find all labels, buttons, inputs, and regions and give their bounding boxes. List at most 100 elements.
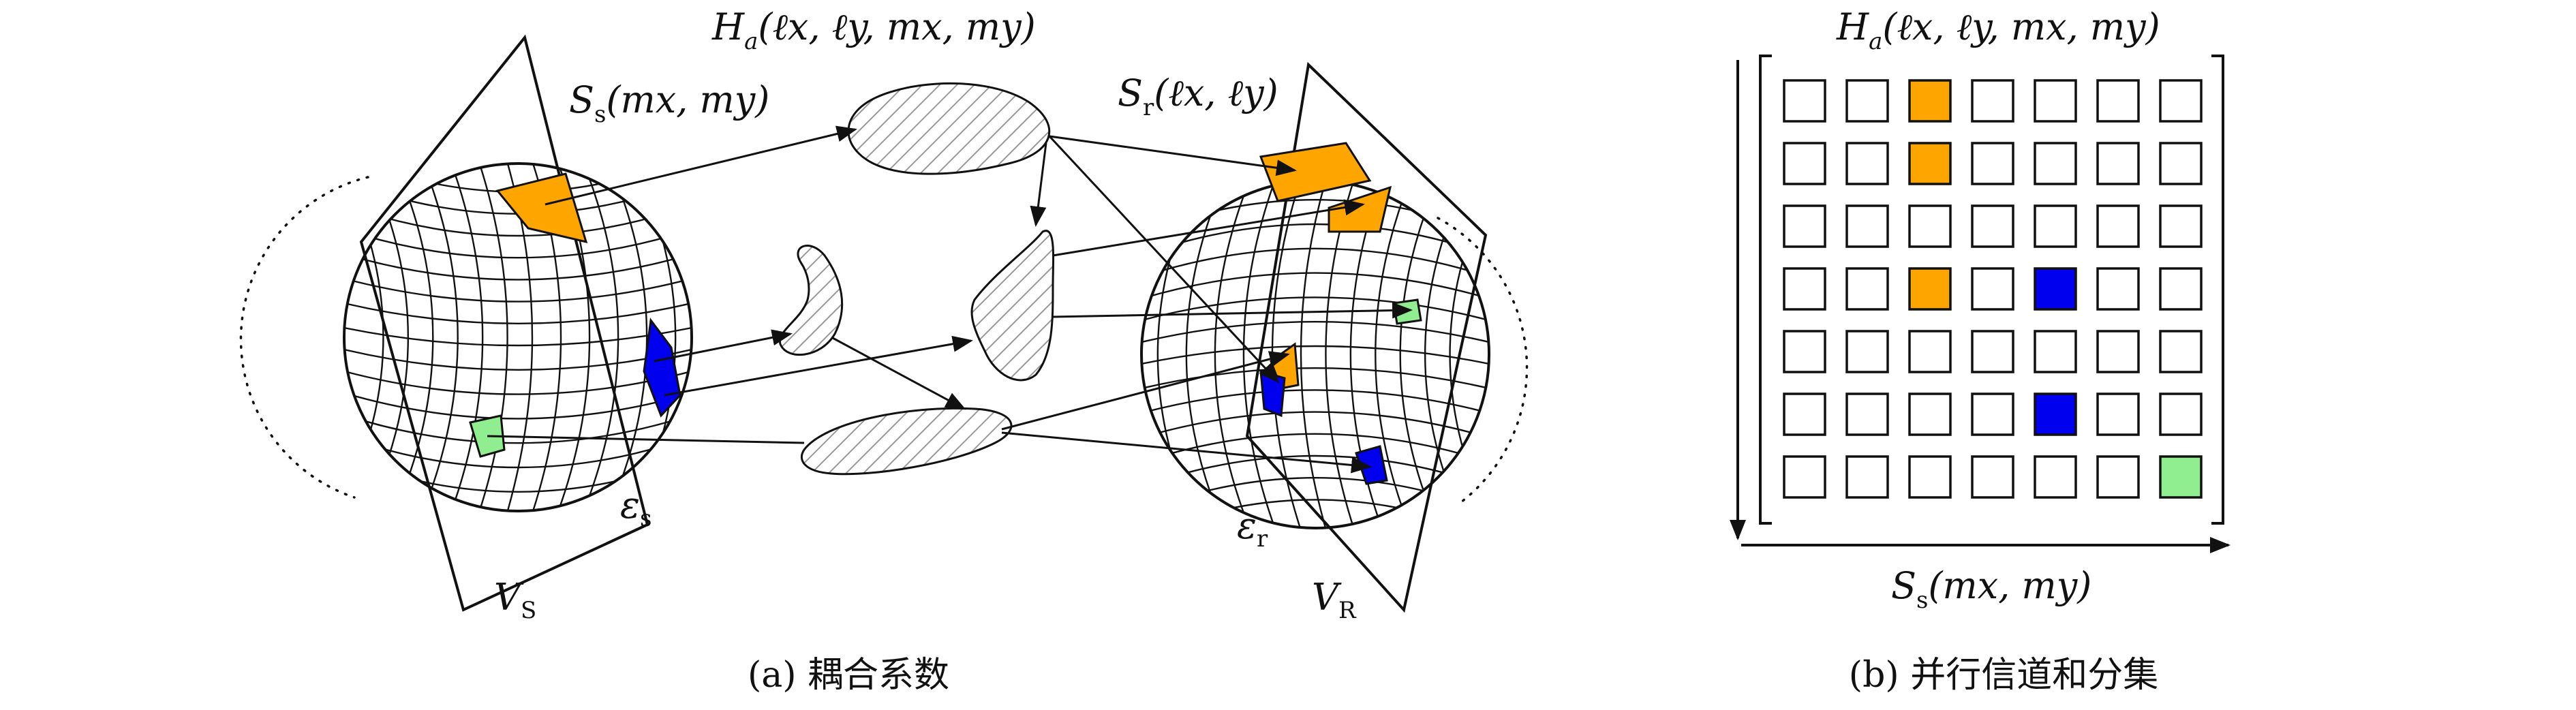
arrow-source-to-small (654, 329, 793, 362)
wire-parallel (344, 226, 692, 259)
arrow-top-to-rx-blue (1048, 135, 1280, 384)
matrix-cell (1971, 204, 2014, 248)
matrix-cell (2034, 392, 2077, 436)
label-sr-left: Sr(ℓx, ℓy) (1118, 72, 1278, 121)
wire-meridian (1300, 181, 1329, 528)
matrix-cell (1971, 392, 2014, 436)
label-ss-right: Ss(mx, my) (1891, 564, 2091, 614)
matrix-cell (2096, 142, 2140, 185)
caption-b: (b) 并行信道和分集 (1849, 655, 2158, 696)
receiver-patch-orange-1 (1259, 142, 1372, 202)
source-plane-vs (359, 34, 649, 612)
matrix-cell (2034, 267, 2077, 311)
arrow-mid-to-rx-orange2 (1052, 199, 1365, 257)
matrix-cell (2096, 204, 2140, 248)
wire-meridian (1399, 181, 1442, 528)
matrix-cell (1908, 267, 1952, 311)
arrow-small-to-bottom (831, 336, 966, 410)
matrix-cells (1783, 79, 2203, 499)
matrix-cell (1845, 79, 1889, 123)
matrix-cell (1783, 79, 1826, 123)
matrix-cell (1845, 392, 1889, 436)
source-patch-orange (495, 172, 588, 244)
wire-parallel (1141, 499, 1489, 528)
matrix-cell (1845, 267, 1889, 311)
wire-parallel (1141, 345, 1489, 367)
matrix-cell (1908, 330, 1952, 373)
matrix-cell (2159, 330, 2203, 373)
wire-parallel (344, 433, 692, 469)
matrix-cell (2159, 392, 2203, 436)
scatterer-top (847, 82, 1051, 175)
wire-parallel (344, 325, 692, 347)
matrix-cell (2096, 267, 2140, 311)
matrix-cell (2159, 204, 2203, 248)
matrix-cell (2034, 330, 2077, 373)
matrix-cell (1783, 392, 1826, 436)
arrow-source-to-top (545, 125, 857, 206)
wire-parallel (1141, 247, 1489, 280)
matrix-cell (1845, 204, 1889, 248)
label-vr: VR (1312, 576, 1357, 624)
receiver-patch-green (1392, 298, 1422, 325)
matrix-cell (1908, 392, 1952, 436)
matrix-cell (2159, 455, 2203, 499)
matrix-cell (1783, 455, 1826, 499)
wire-meridian (1141, 181, 1178, 528)
matrix-cell (1971, 267, 2014, 311)
matrix-cell (1908, 79, 1952, 123)
matrix-cell (1971, 79, 2014, 123)
wire-meridian (476, 164, 508, 511)
matrix-cell (1908, 142, 1952, 185)
wire-parallel (1141, 367, 1489, 391)
matrix-cell (2034, 79, 2077, 123)
wire-parallel (1141, 296, 1489, 323)
matrix-cell (2096, 330, 2140, 373)
matrix-cell (2096, 455, 2140, 499)
wire-parallel (344, 412, 692, 444)
arrow-top-to-rx-orange1 (1049, 135, 1297, 176)
matrix-right-bracket (2211, 55, 2224, 525)
wire-meridian (344, 164, 384, 511)
wire-parallel (1141, 389, 1489, 416)
matrix-cell (1783, 204, 1826, 248)
receiver-patch-blue-1 (1259, 369, 1286, 418)
wire-parallel (1141, 321, 1489, 345)
matrix-cell (2096, 79, 2140, 123)
matrix-cell (1783, 330, 1826, 373)
matrix-cell (2034, 204, 2077, 248)
arrow-mid-to-rx-green (1052, 302, 1413, 319)
wire-meridian (605, 164, 648, 511)
wire-parallel (344, 276, 692, 303)
wire-parallel (1141, 223, 1489, 259)
label-ha-left: Ha(ℓx, ℓy, mx, my) (711, 5, 1036, 55)
label-ss-left: Ss(mx, my) (569, 78, 769, 128)
wire-parallel (1141, 411, 1489, 441)
source-sphere-outline (343, 162, 693, 512)
wire-parallel (344, 454, 692, 493)
source-dotted-arc (239, 176, 369, 499)
matrix-cell (1845, 455, 1889, 499)
scatterer-bottom (800, 407, 1013, 476)
wire-parallel (1141, 272, 1489, 302)
channel-matrix: Ha(ℓx, ℓy, mx, my) Ss(mx, my) (1730, 5, 2230, 614)
label-eps-r: εr (1237, 504, 1268, 553)
matrix-cell (1845, 330, 1889, 373)
matrix-cell (1908, 455, 1952, 499)
wire-meridian (391, 164, 434, 511)
caption-a: (a) 耦合系数 (748, 655, 949, 696)
wire-parallel (344, 300, 692, 324)
wire-meridian (448, 164, 484, 511)
matrix-left-bracket (1759, 55, 1772, 525)
label-vs: VS (494, 576, 536, 624)
label-ha-right: Ha(ℓx, ℓy, mx, my) (1836, 5, 2160, 55)
matrix-cell (2159, 267, 2203, 311)
label-eps-s: εs (620, 484, 651, 532)
matrix-cell (1783, 267, 1826, 311)
matrix-cell (1971, 142, 2014, 185)
wire-parallel (344, 251, 692, 281)
source-sphere (239, 162, 693, 512)
arrow-source-to-mid (664, 335, 973, 397)
wire-meridian (1185, 181, 1228, 528)
